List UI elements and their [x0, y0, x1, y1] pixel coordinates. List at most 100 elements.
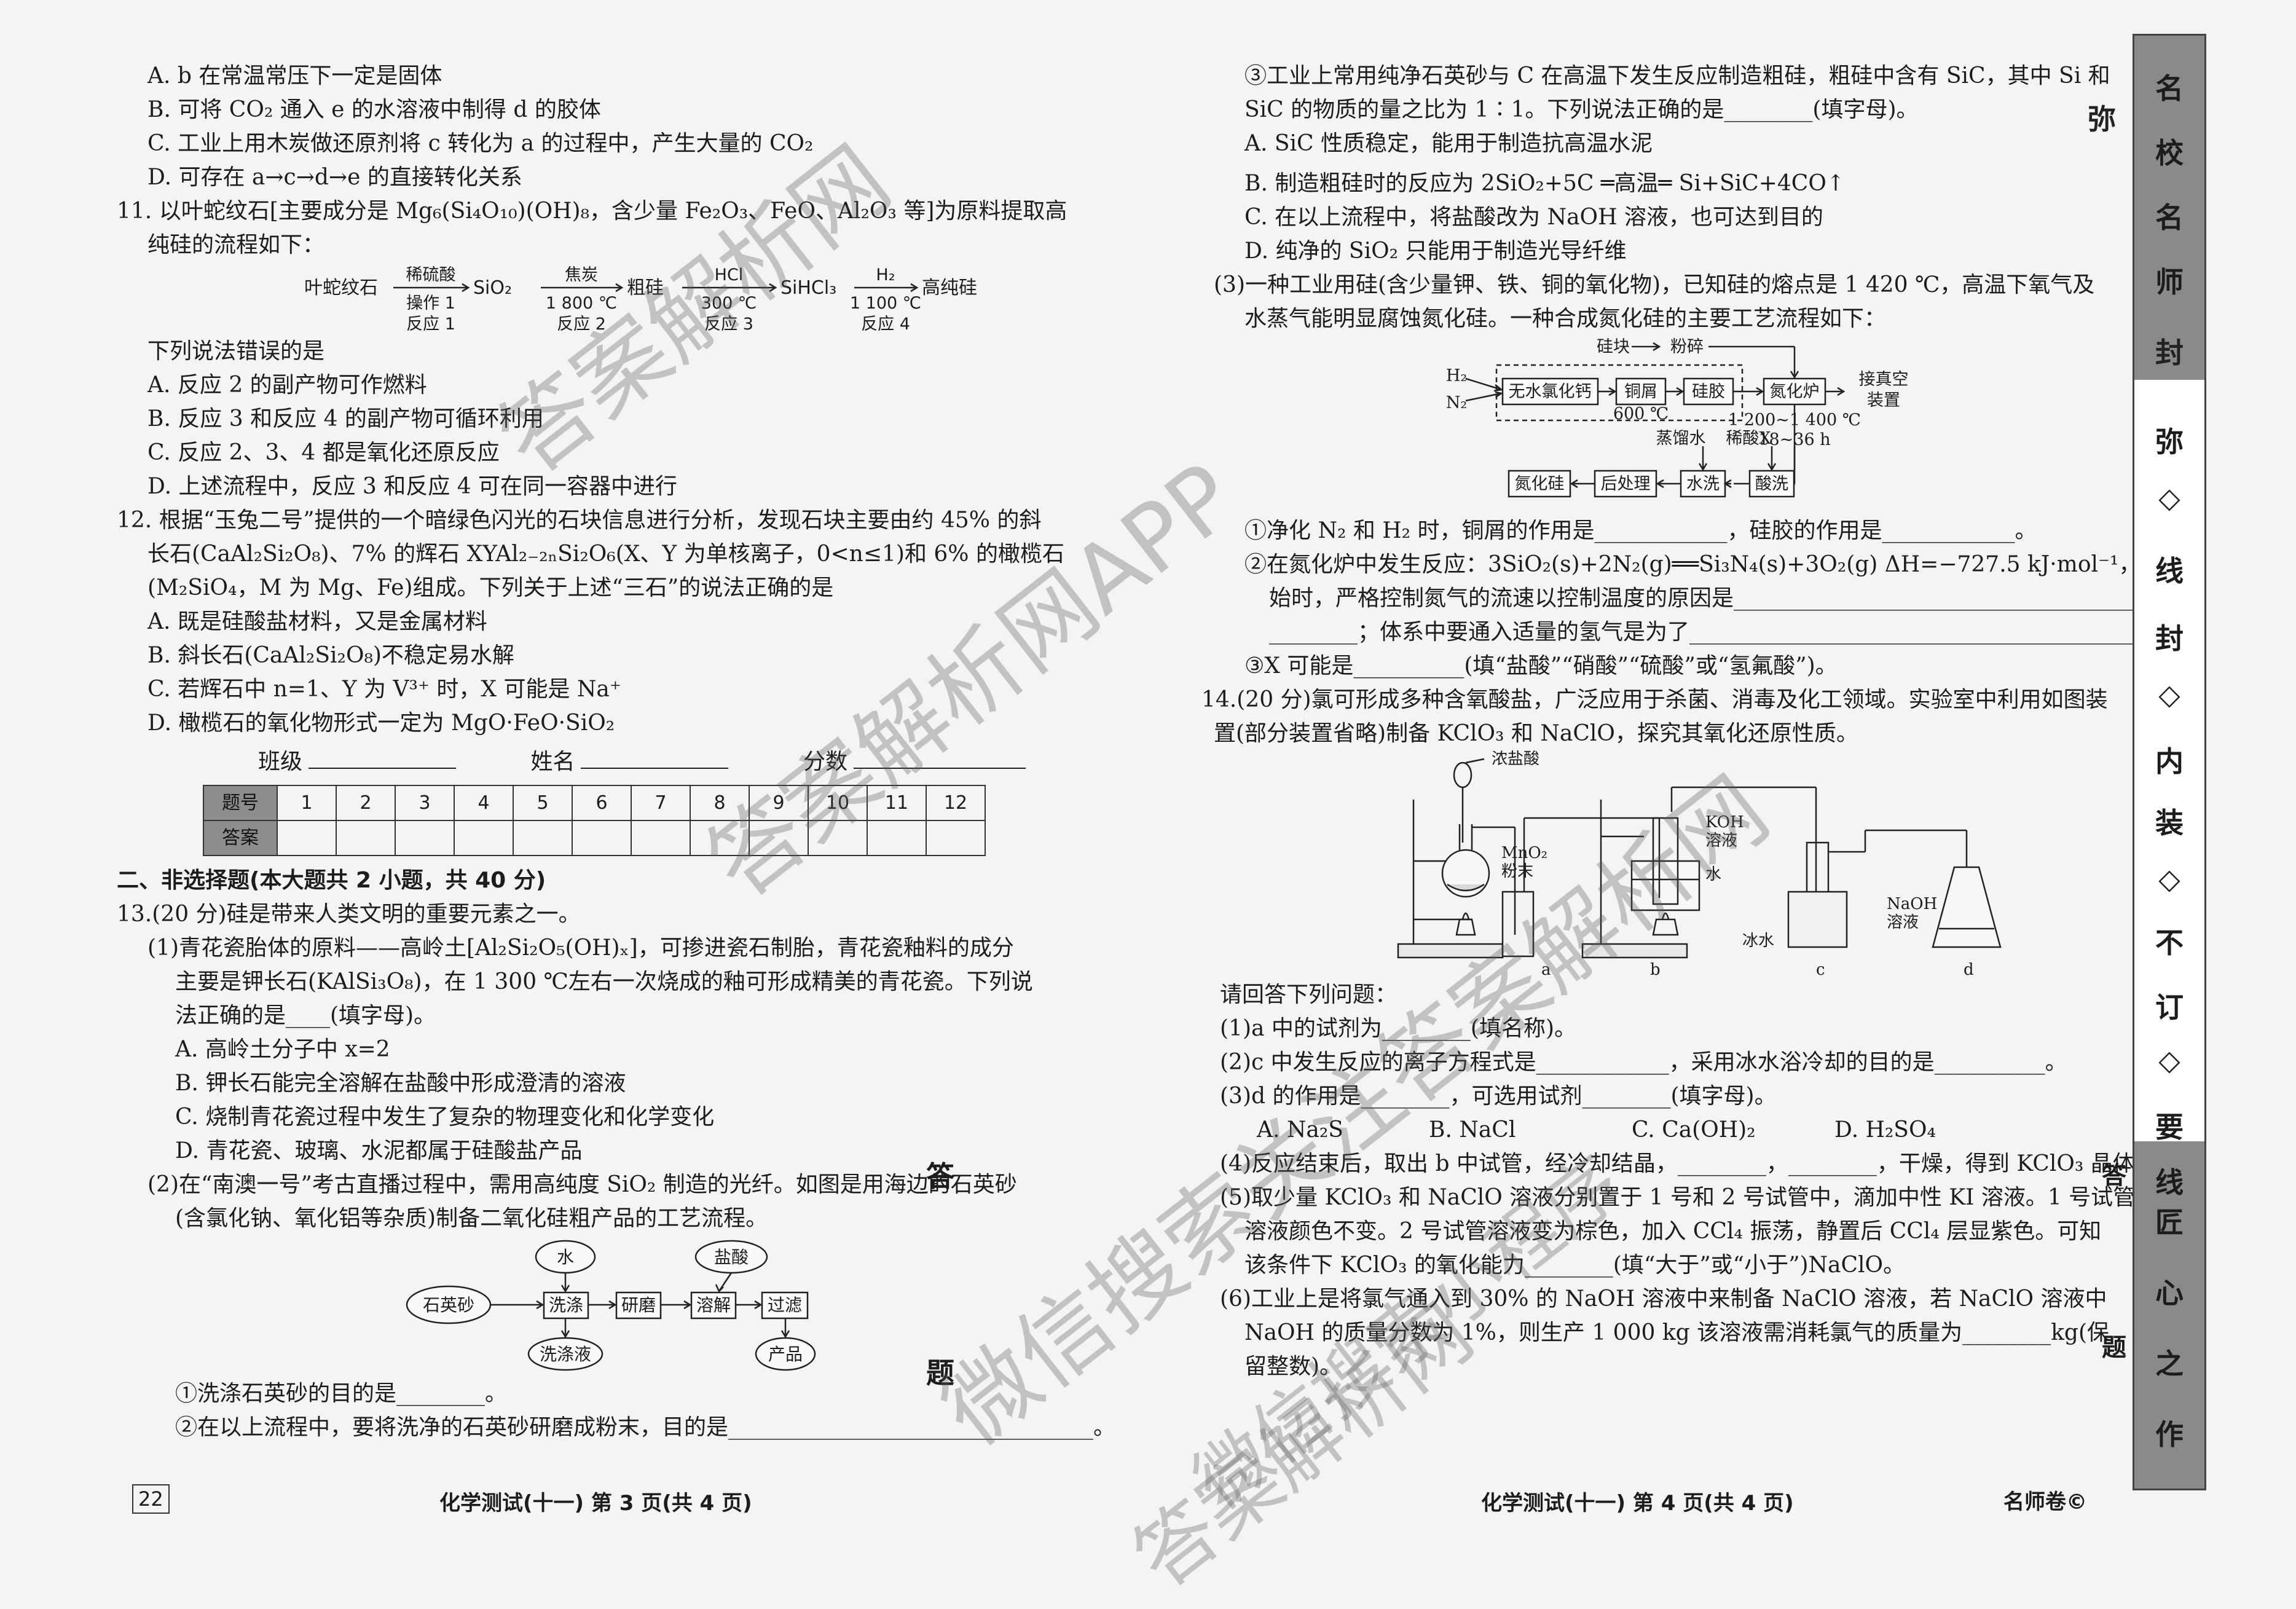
sidebar-char: ◇ — [2158, 481, 2180, 514]
q14-sub3-option-d: D. H₂SO₄ — [1834, 1117, 1936, 1143]
answer-cell[interactable] — [808, 820, 868, 856]
q11-option-d: D. 上述流程中，反应 3 和反应 4 可在同一容器中进行 — [147, 474, 678, 499]
name-field[interactable] — [581, 745, 729, 769]
q13-p3-sub2-line3: ________；体系中要通入适量的氢气是为了_________________… — [1269, 620, 2166, 645]
q14-sub1: (1)a 中的试剂为________(填名称)。 — [1220, 1016, 1576, 1041]
q14-sub4: (4)反应结束后，取出 b 中试管，经冷却结晶，________，_______… — [1220, 1151, 2157, 1176]
answer-cell[interactable] — [867, 820, 927, 856]
answer-table-number: 7 — [631, 785, 691, 821]
q11-reagent-4: H₂ — [876, 266, 895, 285]
brand-mark: 名师卷© — [2003, 1490, 2087, 1514]
q13-intro: 13.(20 分)硅是带来人类文明的重要元素之一。 — [117, 902, 581, 927]
answer-table-number: 1 — [277, 785, 337, 821]
nitride-flow-copper: 铜屑 — [1624, 382, 1657, 401]
sidebar-char: 校 — [2155, 136, 2184, 170]
student-info-fields: 班级 姓名 分数 — [117, 745, 1075, 779]
q11-flowchart: 叶蛇纹石 SiO₂ 粗硅 SiHCl₃ 高纯硅 稀硫酸 焦炭 HCl H₂ 操作… — [117, 262, 1075, 334]
sidebar-char: 弥 — [2088, 103, 2116, 136]
answer-table-number: 11 — [867, 785, 927, 821]
nitride-flow-dilute-acid: 稀酸X — [1726, 429, 1771, 448]
q11-node-crude-si: 粗硅 — [627, 277, 664, 299]
q14-prompt: 请回答下列问题： — [1220, 982, 1398, 1007]
sidebar-char: ◇ — [2158, 1044, 2180, 1077]
q14-sub3-option-a: A. Na₂S — [1257, 1117, 1343, 1143]
answer-cell[interactable] — [454, 820, 514, 856]
answer-cell[interactable] — [277, 820, 337, 856]
score-field[interactable] — [853, 745, 1026, 769]
q13-p1-option-d: D. 青花瓷、玻璃、水泥都属于硅酸盐产品 — [175, 1138, 583, 1163]
q11-cond-3: 300 ℃ — [701, 294, 757, 313]
page-number-box: 22 — [132, 1484, 170, 1514]
sidebar-char: ◇ — [2158, 678, 2180, 711]
q13-quartz-flowchart: 水 盐酸 石英砂 洗涤 研磨 溶解 过滤 洗涤液 产品 — [117, 1235, 1075, 1377]
sidebar-char: 师 — [2155, 266, 2184, 299]
q13-p2-sub1: ①洗涤石英砂的目的是________。 — [175, 1381, 508, 1406]
answer-cell[interactable] — [749, 820, 809, 856]
sidebar-char: 心 — [2155, 1277, 2184, 1310]
sidebar-char: 装 — [2155, 806, 2184, 840]
apparatus-label-c: c — [1816, 961, 1825, 978]
sidebar-bottom-band — [2134, 1141, 2204, 1489]
answer-cell[interactable] — [336, 820, 396, 856]
sidebar-char: 名 — [2155, 201, 2184, 234]
q13-flow-grind: 研磨 — [621, 1295, 656, 1315]
q11-prompt: 下列说法错误的是 — [147, 339, 325, 364]
right-page-column: ③工业上常用纯净石英砂与 C 在高温下发生反应制造粗硅，粗硅中含有 SiC，其中… — [1201, 59, 2166, 1383]
nitride-flow-temp-2: 1 200~1 400 ℃ — [1728, 411, 1861, 430]
answer-cell[interactable] — [395, 820, 455, 856]
q11-reaction-3: 反应 3 — [704, 315, 753, 334]
apparatus-mno2: MnO₂ — [1501, 844, 1547, 862]
q10-option-c: C. 工业上用木炭做还原剂将 c 转化为 a 的过程中，产生大量的 CO₂ — [147, 131, 814, 156]
q11-cond-2: 1 800 ℃ — [546, 294, 617, 313]
footer-right-page: 化学测试(十一) 第 4 页(共 4 页) — [1481, 1491, 1794, 1516]
footer-left-page: 化学测试(十一) 第 3 页(共 4 页) — [439, 1491, 752, 1516]
sidebar-char: 之 — [2155, 1347, 2184, 1380]
answer-table-number: 6 — [572, 785, 632, 821]
nitride-flow-product: 氮化硅 — [1515, 474, 1565, 494]
q12-option-c: C. 若辉石中 n=1、Y 为 V³⁺ 时，X 可能是 Na⁺ — [147, 677, 621, 702]
q13-flow-wash-liquid: 洗涤液 — [540, 1344, 591, 1364]
answer-table-number: 9 — [749, 785, 809, 821]
nitride-flow-acid-wash: 酸洗 — [1755, 474, 1788, 494]
q13-flow-wash: 洗涤 — [549, 1295, 583, 1315]
q14-stem-line1: 14.(20 分)氯可形成多种含氧酸盐，广泛应用于杀菌、消毒及化工领域。实验室中… — [1201, 687, 2108, 712]
q14-apparatus-diagram: 浓盐酸 MnO₂ 粉末 KOH 溶液 水 NaOH 溶液 冰水 a b c d — [1201, 750, 2123, 979]
answer-cell[interactable] — [690, 820, 750, 856]
q14-sub6-line2: NaOH 的质量分数为 1%，则生产 1 000 kg 该溶液需消耗氯气的质量为… — [1244, 1320, 2110, 1345]
q13-p2-sub3-line2: SiC 的物质的量之比为 1∶1。下列说法正确的是________(填字母)。 — [1244, 97, 1919, 122]
section-2-title: 二、非选择题(本大题共 2 小题，共 40 分) — [117, 868, 546, 893]
q13-nitride-flowchart: 硅块 粉碎 H₂ N₂ 无水氯化钙 铜屑 硅胶 氮化炉 接真空 装置 600 ℃… — [1201, 336, 2123, 514]
q13-p1-line3: 法正确的是____(填字母)。 — [175, 1003, 436, 1028]
answer-cell[interactable] — [926, 820, 986, 856]
answer-cell[interactable] — [572, 820, 632, 856]
q14-sub5-line2: 溶液颜色不变。2 号试管溶液变为棕色，加入 CCl₄ 振荡，静置后 CCl₄ 层… — [1244, 1219, 2102, 1244]
class-label: 班级 — [258, 749, 303, 774]
sidebar-char: 封 — [2155, 622, 2184, 655]
q13-p1-option-a: A. 高岭土分子中 x=2 — [175, 1037, 390, 1062]
nitride-flow-crush: 粉碎 — [1670, 337, 1704, 356]
class-field[interactable] — [309, 745, 457, 769]
q11-reagent-1: 稀硫酸 — [406, 266, 456, 285]
nitride-flow-n2: N₂ — [1446, 393, 1467, 412]
answer-table: 题号 1 2 3 4 5 6 7 8 9 10 11 12 答案 — [203, 785, 986, 856]
q11-reaction-2: 反应 2 — [557, 315, 606, 334]
q10-option-a: A. b 在常温常压下一定是固体 — [147, 63, 442, 89]
q13-flow-hcl: 盐酸 — [714, 1247, 749, 1267]
apparatus-label-d: d — [1964, 961, 1974, 978]
q13-p2-sub3-option-d: D. 纯净的 SiO₂ 只能用于制造光导纤维 — [1244, 238, 1627, 264]
q11-reagent-3: HCl — [715, 266, 744, 285]
q11-reaction-4: 反应 4 — [861, 315, 910, 334]
q11-cond-4: 1 100 ℃ — [850, 294, 921, 313]
nitride-flow-distilled-water: 蒸馏水 — [1656, 429, 1706, 448]
apparatus-powder: 粉末 — [1501, 862, 1533, 881]
q11-stem-line2: 纯硅的流程如下： — [147, 232, 325, 258]
q13-p3-line2: 水蒸气能明显腐蚀氮化硅。一种合成氮化硅的主要工艺流程如下： — [1244, 306, 1887, 331]
answer-cell[interactable] — [631, 820, 691, 856]
q13-p2-sub3-option-c: C. 在以上流程中，将盐酸改为 NaOH 溶液，也可达到目的 — [1244, 205, 1823, 230]
q13-p3-line1: (3)一种工业用硅(含少量钾、铁、铜的氧化物)，已知硅的熔点是 1 420 ℃，… — [1214, 272, 2095, 297]
q13-p3-sub2-line1: ②在氮化炉中发生反应：3SiO₂(s)+2N₂(g)══Si₃N₄(s)+3O₂… — [1244, 552, 2163, 577]
answer-table-number: 10 — [808, 785, 868, 821]
answer-cell[interactable] — [513, 820, 573, 856]
q13-p1-option-c: C. 烧制青花瓷过程中发生了复杂的物理变化和化学变化 — [175, 1104, 715, 1130]
